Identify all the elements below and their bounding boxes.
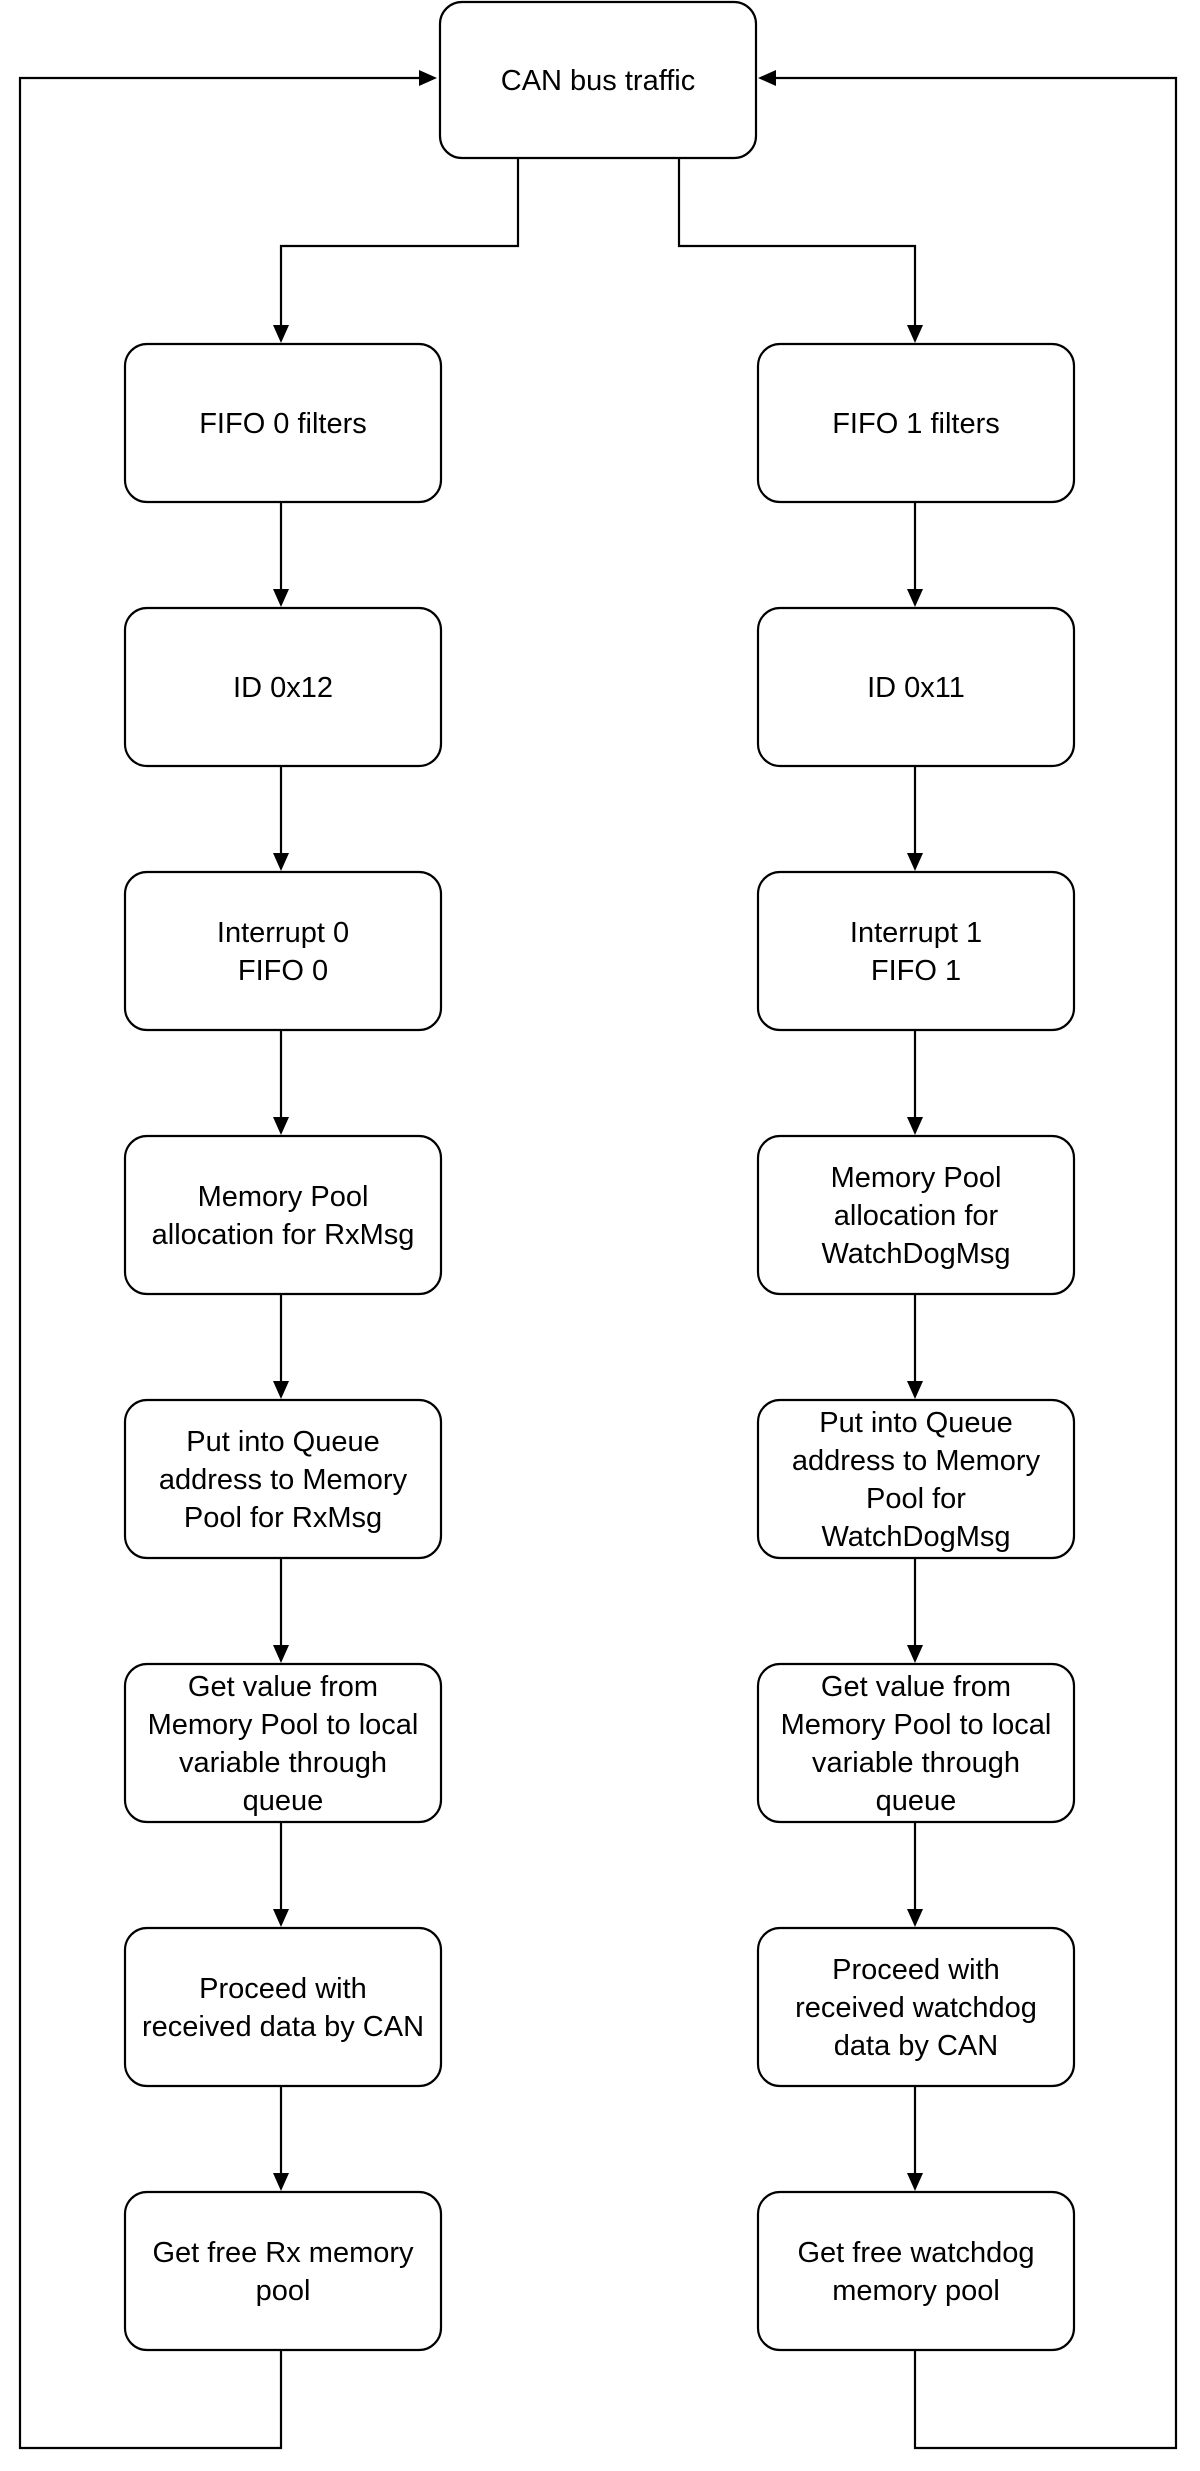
node-text: FIFO 0 filters [199,408,367,440]
node-interrupt0-fifo0: Interrupt 0 FIFO 0 [123,870,443,1032]
node-text-line: Put into Queue [819,1407,1012,1439]
node-text-line: pool [256,2275,311,2307]
node-text: Memory Pool allocation for RxMsg [152,1181,415,1251]
node-text: FIFO 1 filters [832,408,1000,440]
node-text-line: allocation for [834,1200,999,1232]
node-interrupt1-fifo1: Interrupt 1 FIFO 1 [756,870,1076,1032]
node-free-watchdog-pool: Get free watchdog memory pool [756,2190,1076,2352]
node-text-line: memory pool [832,2275,1000,2307]
node-text: Get free watchdog memory pool [798,2237,1035,2307]
arrowhead-fifo0-filters [273,325,289,343]
arrowhead-int0 [273,853,289,871]
node-text-line: address to Memory [159,1464,408,1496]
arrowhead-int1 [907,853,923,871]
node-text-line: queue [243,1785,324,1817]
node-text-line: Memory Pool to local [148,1709,419,1741]
arrowhead-getvalue-rx [273,1645,289,1663]
node-text-line: Proceed with [832,1954,1000,1986]
node-text-line: WatchDogMsg [821,1238,1010,1270]
arrowhead-proceed-wd [907,1909,923,1927]
arrowhead-queue-rx [273,1381,289,1399]
node-text: Proceed with received data by CAN [142,1973,424,2043]
node-text-line: Interrupt 0 [217,917,349,949]
node-text-line: Proceed with [199,1973,367,2005]
node-free-rx-pool: Get free Rx memory pool [123,2190,443,2352]
node-text-line: Get free watchdog [798,2237,1035,2269]
arrowhead-free-rx [273,2173,289,2191]
node-text-line: CAN bus traffic [501,65,695,97]
node-text-line: WatchDogMsg [821,1521,1010,1553]
node-text-line: Memory Pool [198,1181,369,1213]
node-text-line: received watchdog [795,1992,1037,2024]
arrowhead-getvalue-wd [907,1645,923,1663]
node-text-line: FIFO 1 [871,955,961,987]
node-text-line: Memory Pool [831,1162,1002,1194]
arrowhead-free-wd [907,2173,923,2191]
node-fifo0-filters: FIFO 0 filters [123,342,443,504]
node-text: Interrupt 0 FIFO 0 [217,917,349,987]
node-text-line: received data by CAN [142,2011,424,2043]
node-text-line: queue [876,1785,957,1817]
node-proceed-watchdog: Proceed with received watchdog data by CAN [756,1926,1076,2088]
node-text-line: ID 0x11 [867,672,965,704]
node-text: Get free Rx memory pool [152,2237,414,2307]
node-proceed-rx: Proceed with received data by CAN [123,1926,443,2088]
arrowhead-proceed-rx [273,1909,289,1927]
node-text-line: Pool for [866,1483,966,1515]
node-text-line: Put into Queue [186,1426,379,1458]
arrowhead-mempool-rx [273,1117,289,1135]
node-text-line: variable through [812,1747,1020,1779]
node-text-line: variable through [179,1747,387,1779]
node-id-0x11: ID 0x11 [756,606,1076,768]
arrowhead-loop-left [419,70,437,86]
node-text-line: Get value from [188,1671,378,1703]
node-mempool-alloc-rxmsg: Memory Pool allocation for RxMsg [123,1134,443,1296]
node-text-line: Get value from [821,1671,1011,1703]
node-text: CAN bus traffic [501,65,695,97]
node-text-line: FIFO 0 [238,955,328,987]
arrowhead-loop-right [758,70,776,86]
node-text-line: Get free Rx memory [152,2237,414,2269]
arrowhead-queue-wd [907,1381,923,1399]
edges [18,70,1178,2450]
edge-loop-right [775,76,1178,2450]
node-text-line: Interrupt 1 [850,917,982,949]
node-text-line: Pool for RxMsg [184,1502,382,1534]
node-text-line: Memory Pool to local [781,1709,1052,1741]
node-text: ID 0x12 [233,672,333,704]
arrowhead-id12 [273,589,289,607]
node-fifo1-filters: FIFO 1 filters [756,342,1076,504]
node-id-0x12: ID 0x12 [123,606,443,768]
node-text: Interrupt 1 FIFO 1 [850,917,982,987]
edge-can-to-fifo1 [677,158,917,326]
node-text-line: address to Memory [792,1445,1041,1477]
node-text-line: data by CAN [834,2030,998,2062]
node-text-line: FIFO 1 filters [832,408,1000,440]
arrowhead-id11 [907,589,923,607]
node-text: ID 0x11 [867,672,965,704]
node-text-line: ID 0x12 [233,672,333,704]
node-can-bus-traffic: CAN bus traffic [438,0,758,160]
node-text-line: FIFO 0 filters [199,408,367,440]
arrowhead-mempool-wd [907,1117,923,1135]
edge-loop-left [18,76,420,2450]
arrowhead-fifo1-filters [907,325,923,343]
node-text: Proceed with received watchdog data by CAN [795,1954,1037,2062]
node-text-line: allocation for RxMsg [152,1219,415,1251]
edge-can-to-fifo0 [279,158,520,326]
